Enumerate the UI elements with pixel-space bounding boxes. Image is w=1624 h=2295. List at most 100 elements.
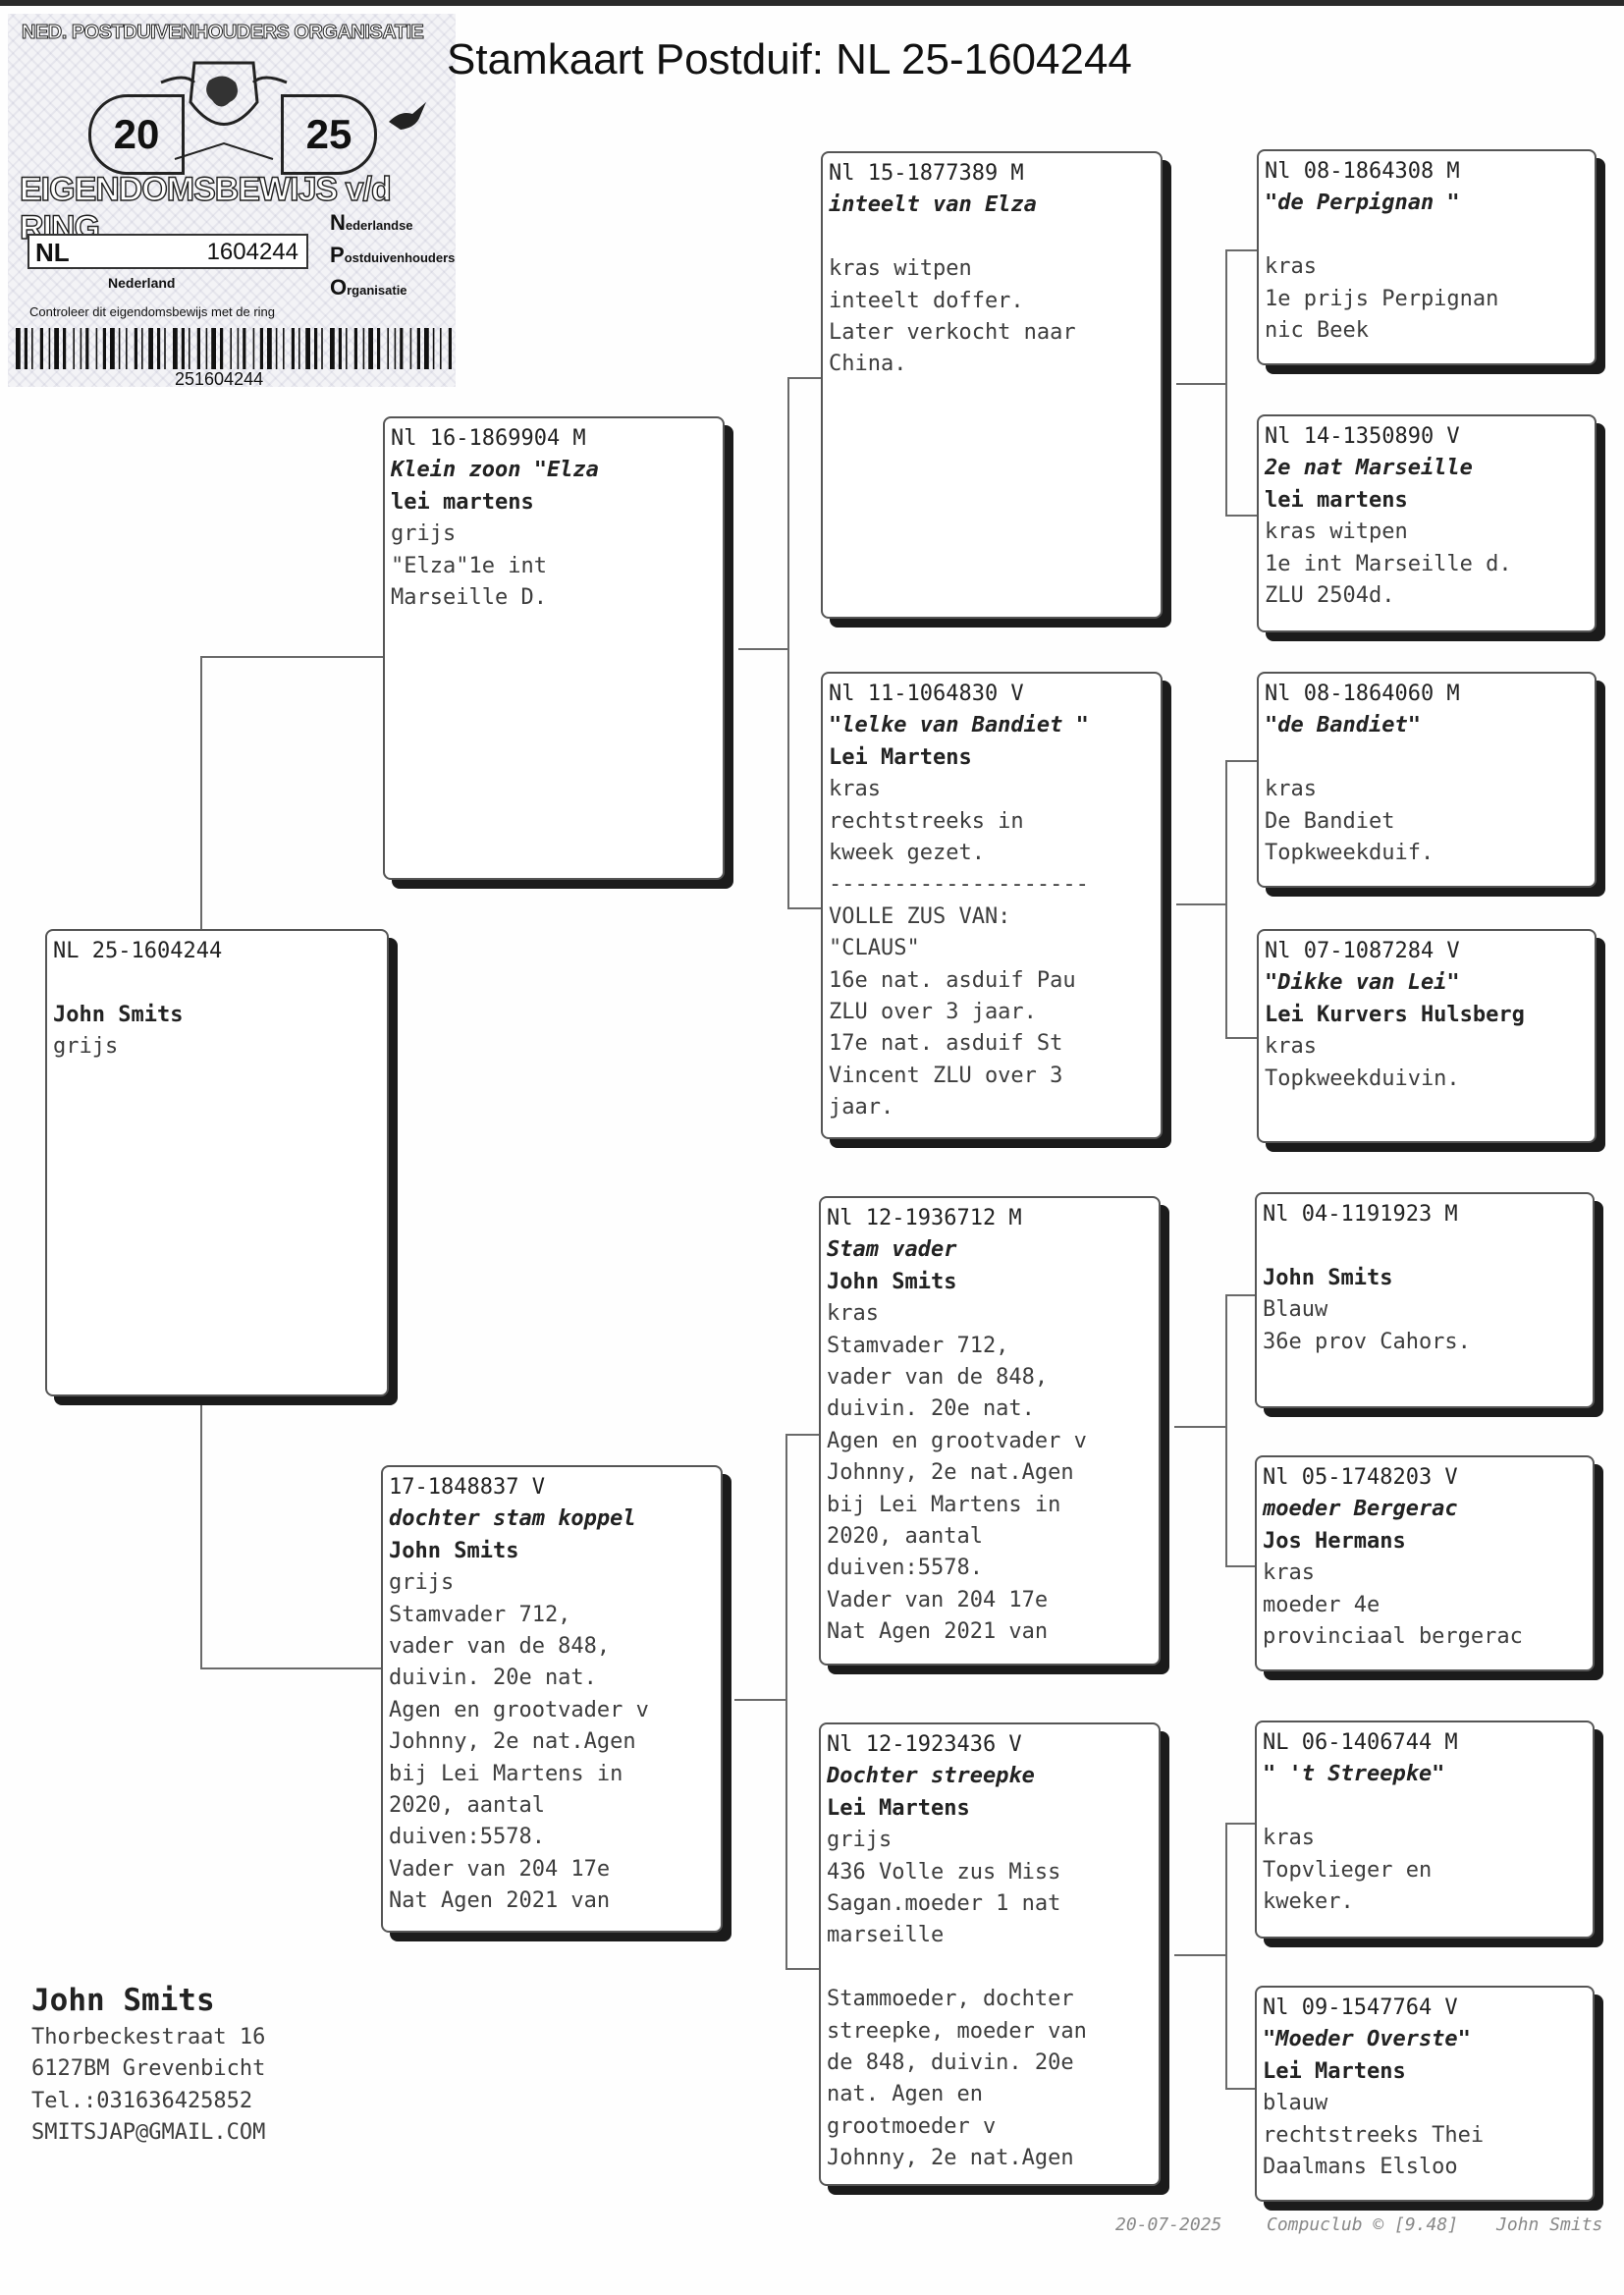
certificate-year-left: 20 — [88, 94, 185, 175]
pigeon-name: inteelt van Elza — [829, 192, 1037, 218]
pigeon-note-line: kras — [1263, 1826, 1315, 1851]
npo-word-o: rganisatie — [347, 283, 407, 298]
pigeon-note-line: 2020, aantal — [827, 1523, 983, 1549]
connector-line — [785, 1968, 823, 1970]
pigeon-note-line: Sagan.moeder 1 nat — [827, 1890, 1061, 1916]
pigeon-owner — [1263, 1791, 1587, 1823]
connector-line — [787, 377, 789, 909]
pigeon-note-line: Nat Agen 2021 van — [389, 1888, 611, 1914]
ring-number: Nl 07-1087284 V — [1265, 939, 1460, 963]
pigeon-note-line: Johnny, 2e nat.Agen — [389, 1729, 636, 1755]
pigeon-name: "lelke van Bandiet " — [829, 713, 1089, 738]
pigeon-note-line: grijs — [827, 1828, 893, 1853]
connector-line — [785, 1434, 823, 1436]
connector-line — [787, 377, 823, 379]
pigeon-note-line: Agen en grootvader v — [827, 1428, 1087, 1453]
breeder-phone: Tel.:031636425852 — [31, 2088, 253, 2113]
connector-line — [1176, 383, 1227, 385]
npo-letter-n: N — [330, 210, 346, 235]
top-edge — [0, 0, 1624, 6]
pigeon-note-line: 1e int Marseille d. — [1265, 551, 1512, 576]
pigeon-name: dochter stam koppel — [389, 1506, 636, 1532]
pigeon-note-line: kras — [1265, 777, 1317, 802]
barcode-icon — [16, 328, 452, 369]
breeder-city: 6127BM Grevenbicht — [31, 2056, 266, 2082]
connector-line — [1225, 1823, 1257, 1825]
barcode-number: 251604244 — [175, 369, 264, 387]
ring-number: Nl 16-1869904 M — [391, 426, 586, 451]
pigeon-note-line: kras — [1265, 254, 1317, 280]
pigeon-note-line: Blauw — [1263, 1297, 1328, 1323]
pigeon-icon — [389, 102, 426, 130]
pedigree-box-fm: Nl 11-1064830 V"lelke van Bandiet "Lei M… — [821, 672, 1163, 1139]
pigeon-note-line: blauw — [1263, 2091, 1328, 2116]
pigeon-note-line: streepke, moeder van — [827, 2018, 1087, 2044]
pigeon-owner — [829, 222, 1155, 253]
ring-number: Nl 15-1877389 M — [829, 161, 1024, 186]
pigeon-note-line: 16e nat. asduif Pau — [829, 967, 1076, 993]
pigeon-note-line: 1e prijs Perpignan — [1265, 286, 1499, 311]
pigeon-note-line: bij Lei Martens in — [827, 1492, 1061, 1517]
ring-number: Nl 04-1191923 M — [1263, 1202, 1458, 1227]
pigeon-name: " 't Streepke" — [1263, 1762, 1445, 1787]
pigeon-note-line: kweker. — [1263, 1888, 1354, 1914]
pigeon-note-line: 36e prov Cahors. — [1263, 1329, 1471, 1354]
breeder-name: John Smits — [31, 1983, 215, 2018]
connector-line — [1225, 1294, 1257, 1296]
ring-number: Nl 08-1864308 M — [1265, 159, 1460, 184]
pigeon-note-line — [827, 1952, 1153, 1984]
pigeon-note-line: grootmoeder v — [827, 2113, 997, 2139]
connector-line — [1225, 249, 1227, 517]
pigeon-note-line: kras — [827, 1301, 879, 1327]
pigeon-note-line: 17e nat. asduif St — [829, 1031, 1063, 1057]
pigeon-note-line: kras witpen — [1265, 519, 1408, 545]
ring-number: Nl 12-1936712 M — [827, 1206, 1022, 1230]
pigeon-note-line: duivin. 20e nat. — [827, 1396, 1035, 1422]
connector-line — [734, 1699, 787, 1701]
connector-line — [1225, 249, 1259, 251]
pigeon-note-line: Stammoeder, dochter — [827, 1987, 1074, 2012]
connector-line — [200, 656, 202, 931]
pigeon-note-line: Vincent ZLU over 3 — [829, 1063, 1063, 1088]
ring-number: Nl 05-1748203 V — [1263, 1465, 1458, 1490]
pigeon-owner: Lei Martens — [1263, 2058, 1406, 2084]
pigeon-note-line: 436 Volle zus Miss — [827, 1859, 1061, 1885]
pigeon-name: "de Bandiet" — [1265, 713, 1421, 738]
pigeon-name: Stam vader — [827, 1237, 957, 1263]
pigeon-note-line: nat. Agen en — [827, 2082, 983, 2107]
connector-line — [200, 1396, 202, 1669]
ring-number: Nl 09-1547764 V — [1263, 1995, 1458, 2020]
pigeon-note-line: China. — [829, 352, 907, 377]
pigeon-note-line: Johnny, 2e nat.Agen — [827, 1460, 1074, 1486]
pigeon-note-line: Vader van 204 17e — [827, 1587, 1049, 1612]
pigeon-note-line: bij Lei Martens in — [389, 1761, 623, 1786]
npo-letter-p: P — [330, 243, 345, 267]
connector-line — [1225, 1294, 1227, 1567]
pigeon-note-line: duiven:5578. — [389, 1825, 545, 1850]
pigeon-name: "Moeder Overste" — [1263, 2027, 1471, 2052]
connector-line — [1225, 1823, 1227, 2090]
breeder-street: Thorbeckestraat 16 — [31, 2025, 266, 2049]
pigeon-note-line: duiven:5578. — [827, 1556, 983, 1581]
pigeon-note-line: VOLLE ZUS VAN: — [829, 903, 1011, 929]
npo-word-n: ederlandse — [345, 218, 413, 233]
pigeon-owner: lei martens — [1265, 487, 1408, 513]
npo-word-p: ostduivenhouders — [344, 250, 456, 265]
pigeon-note-line: rechtstreeks in — [829, 808, 1024, 834]
pigeon-note-line: Later verkocht naar — [829, 319, 1076, 345]
pigeon-note-line: Nat Agen 2021 van — [827, 1619, 1049, 1645]
ring-number: 17-1848837 V — [389, 1475, 545, 1500]
certificate-year-right: 25 — [281, 94, 377, 175]
pigeon-owner: John Smits — [1263, 1265, 1393, 1290]
footer-software: Compuclub © [9.48] — [1267, 2214, 1459, 2235]
pigeon-note-line: -------------------- — [829, 872, 1089, 898]
pigeon-note-line: kras — [829, 777, 881, 802]
connector-line — [200, 656, 385, 658]
